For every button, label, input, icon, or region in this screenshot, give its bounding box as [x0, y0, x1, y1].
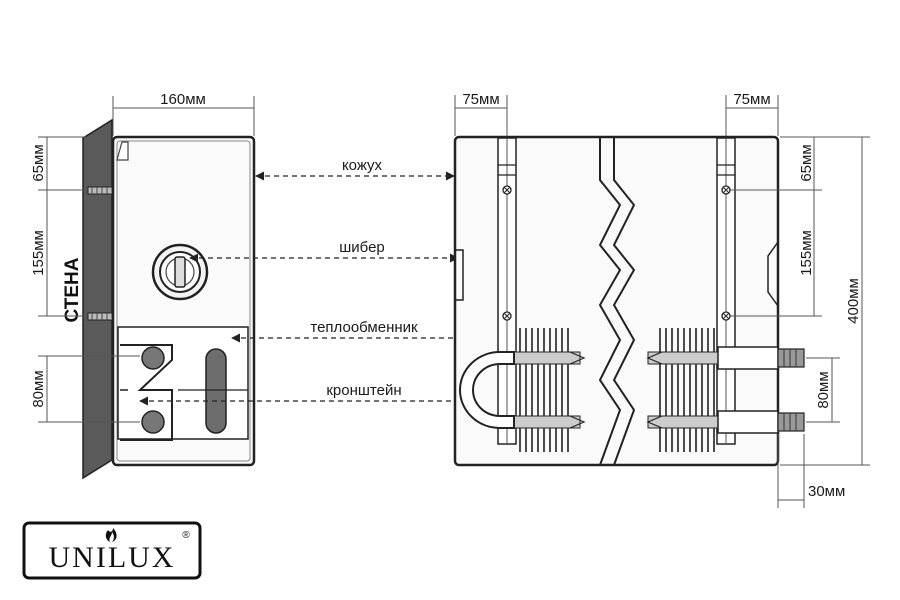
bracket-left: [497, 137, 517, 445]
dim-side-width-label: 160мм: [160, 91, 206, 108]
dim-pipe-spacing-right: 80мм: [815, 371, 832, 408]
dim-spacing-right: 155мм: [798, 230, 815, 276]
brand-logo: UNILUX ®: [22, 521, 202, 580]
damper-knob: [151, 243, 209, 301]
brand-name: UNILUX: [49, 541, 176, 574]
dim-front-left-offset: 75мм: [462, 91, 499, 108]
dim-front-right-offset: 75мм: [733, 91, 770, 108]
dim-front-offsets: 75мм 75мм: [454, 91, 779, 136]
dim-spacing-left: 155мм: [30, 230, 47, 276]
dim-top-offset-left: 65мм: [30, 144, 47, 181]
u-bend: [459, 351, 515, 429]
fins-left: [513, 328, 586, 452]
callout-heat-exchanger: теплообменник: [310, 319, 418, 336]
break-line: [598, 138, 622, 466]
wall-label: СТЕНА: [62, 257, 83, 322]
side-view: СТЕНА: [30, 91, 256, 480]
dim-left-vertical: 65мм 155мм 80мм: [30, 136, 140, 423]
callout-damper: шибер: [339, 239, 385, 256]
dim-right-vertical: 65мм 155мм 400мм 80мм 30мм: [730, 136, 870, 508]
callout-casing: кожух: [342, 157, 383, 174]
wall: [82, 118, 113, 480]
callout-bracket: кронштейн: [326, 382, 401, 399]
dim-total-height: 400мм: [845, 278, 862, 324]
bracket-side: [117, 326, 249, 441]
dim-pipe-spacing-left: 80мм: [30, 370, 47, 407]
dim-top-offset-right: 65мм: [798, 144, 815, 181]
front-view: 75мм 75мм 65мм 155мм 400мм 80мм 30мм: [453, 91, 870, 508]
pipe-outlets: [717, 346, 805, 434]
flame-icon: [105, 528, 117, 542]
dim-pipe-protrusion: 30мм: [808, 483, 845, 500]
bracket-right: [716, 137, 736, 445]
callouts: кожух шибер теплообменник кронштейн: [139, 157, 519, 406]
dim-side-width: 160мм: [112, 91, 255, 136]
registered-mark: ®: [182, 530, 190, 541]
